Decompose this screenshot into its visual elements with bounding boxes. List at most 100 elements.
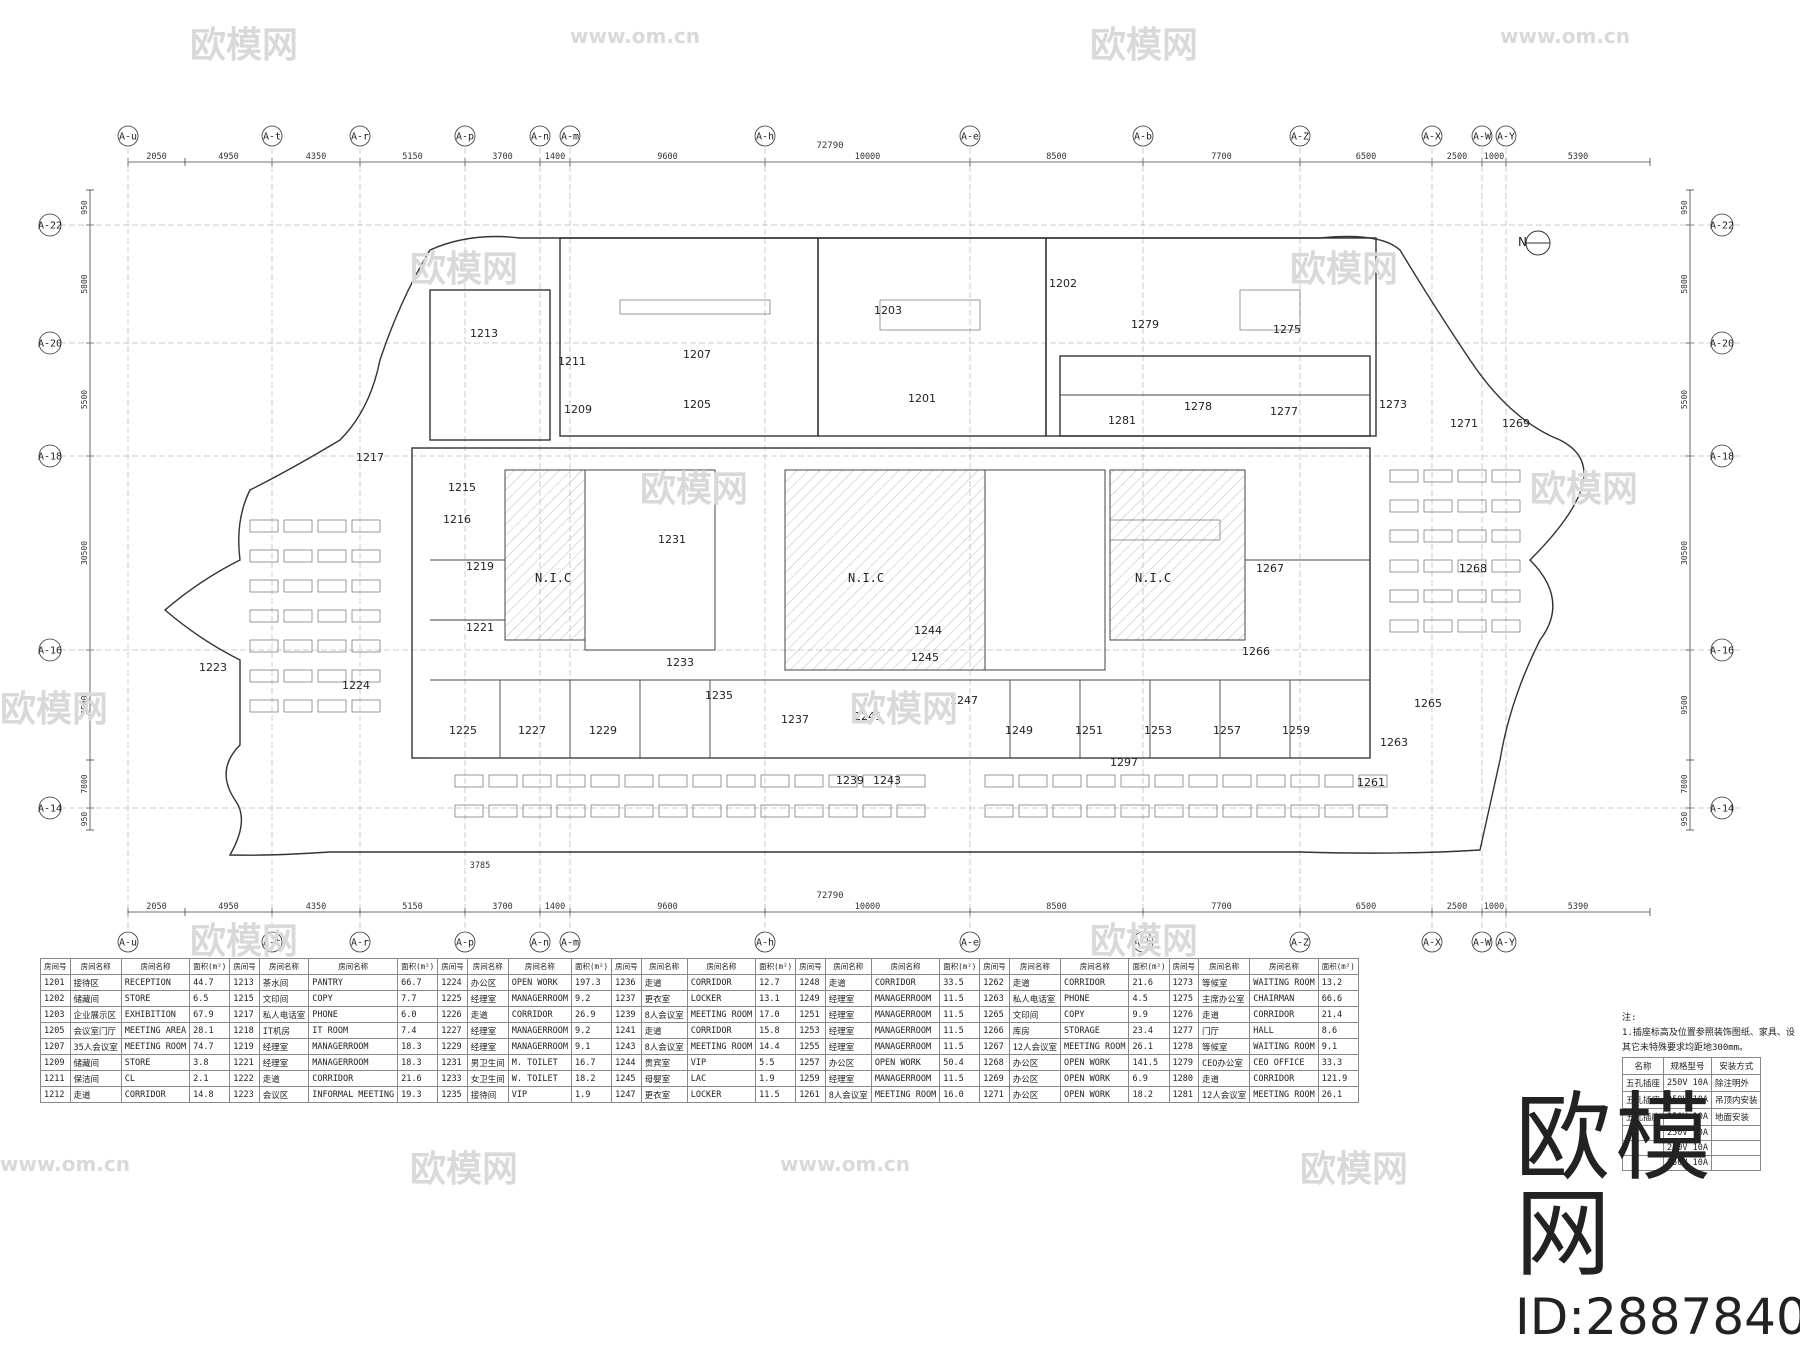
desk	[1389, 469, 1419, 483]
desk	[317, 549, 347, 563]
grid-column-label: A-W	[1473, 132, 1492, 143]
table-cell: RECEPTION	[120, 974, 191, 991]
desk	[1491, 619, 1521, 633]
room-table-header-cell: 面积(m²)	[755, 958, 797, 975]
table-cell: OPEN WORK	[1060, 1054, 1130, 1071]
room-table-header-cell: 面积(m²)	[571, 958, 613, 975]
watermark-logo: 欧模网	[410, 1149, 519, 1190]
grid-column-label: A-t	[263, 938, 281, 949]
watermark-logo: 欧模网	[1530, 469, 1639, 510]
grid-bubble	[1710, 796, 1734, 820]
total-dimension: 72790	[816, 891, 843, 901]
table-cell: CORRIDOR	[1060, 974, 1130, 991]
desk	[1256, 804, 1286, 818]
desk	[1154, 804, 1184, 818]
desk	[1423, 619, 1453, 633]
room-number-label: 1239	[836, 774, 864, 787]
grid-column-label: A-r	[351, 938, 369, 949]
grid-bubble	[959, 125, 981, 147]
grid-column-label: A-b	[1134, 938, 1152, 949]
table-cell: CORRIDOR	[120, 1086, 191, 1103]
watermark-url: www.om.cn	[570, 24, 701, 48]
table-cell: 男卫生间	[466, 1054, 509, 1071]
table-cell: 121.9	[1317, 1070, 1359, 1087]
grid-bubble	[1421, 125, 1443, 147]
room-number-label: 1229	[589, 724, 617, 737]
table-cell: OPEN WORK	[1060, 1070, 1130, 1087]
table-cell: LOCKER	[686, 1086, 757, 1103]
table-cell: 1201	[40, 974, 71, 991]
table-cell: 经理室	[258, 1054, 310, 1071]
table-cell: 26.1	[1317, 1086, 1359, 1103]
table-cell: 1221	[229, 1054, 260, 1071]
dimension-label: 3785	[470, 861, 490, 871]
desk	[1222, 774, 1252, 788]
desk	[454, 774, 484, 788]
grid-column-label: A-n	[531, 132, 549, 143]
desk	[1086, 774, 1116, 788]
desk	[1423, 469, 1453, 483]
table-cell: 主席办公室	[1198, 990, 1251, 1007]
legend-cell: 除注明外	[1710, 1074, 1762, 1092]
room-number-label: 1251	[1075, 724, 1103, 737]
table	[879, 299, 981, 331]
brand-block: 欧模网 ID:2887840	[1515, 1090, 1800, 1346]
table-cell: LAC	[686, 1070, 757, 1087]
grid-column-label: A-u	[119, 132, 137, 143]
desk	[590, 804, 620, 818]
table-cell: 1265	[979, 1006, 1010, 1023]
watermark-logo: 欧模网	[0, 689, 109, 730]
table-cell: CORRIDOR	[870, 974, 941, 991]
room-number-label: 1275	[1273, 323, 1301, 336]
room-number-label: 1265	[1414, 697, 1442, 710]
table-cell: 1233	[437, 1070, 468, 1087]
room-table-header-cell: 面积(m²)	[1128, 958, 1170, 975]
table-cell: 走道	[466, 1006, 509, 1023]
desk	[351, 699, 381, 713]
table-cell: CORRIDOR	[1249, 1006, 1319, 1023]
table-cell: 1277	[1168, 1022, 1200, 1039]
dimension-label: 5500	[80, 390, 89, 409]
table-cell: 1280	[1168, 1070, 1200, 1087]
table-cell: 1241	[611, 1022, 642, 1039]
room-table-header-cell: 房间名称	[1008, 958, 1062, 975]
total-dimension: 72790	[816, 141, 843, 151]
table-cell: 办公区	[1008, 1086, 1062, 1103]
grid-column-label: A-Z	[1291, 938, 1309, 949]
desk	[1491, 499, 1521, 513]
room-number-label: 1225	[449, 724, 477, 737]
desk	[249, 549, 279, 563]
watermark-logo: 欧模网	[640, 469, 749, 510]
table-cell: 2.1	[189, 1070, 231, 1087]
table-cell: 经理室	[824, 1006, 872, 1023]
desk	[351, 579, 381, 593]
table-cell: 接待间	[466, 1086, 509, 1103]
table-cell: CHAIRMAN	[1249, 990, 1319, 1007]
room-number-label: 1211	[558, 355, 586, 368]
watermark-logo: 欧模网	[1290, 249, 1399, 290]
table-cell: 1269	[979, 1070, 1010, 1087]
table-cell: 储藏间	[69, 1054, 122, 1071]
desk	[692, 774, 722, 788]
desk	[1188, 774, 1218, 788]
room-table-header-cell: 面积(m²)	[189, 958, 231, 975]
table-cell: 1268	[979, 1054, 1010, 1071]
room-number-label: 1273	[1379, 398, 1407, 411]
table-cell: MEETING ROOM	[686, 1038, 757, 1055]
table-cell: WAITING ROOM	[1249, 1038, 1319, 1055]
table-cell: 1278	[1168, 1038, 1200, 1055]
table-cell: 8.6	[1317, 1022, 1359, 1039]
grid-column-label: A-r	[351, 132, 369, 143]
table-cell: 会议区	[258, 1086, 310, 1103]
desk	[1358, 774, 1388, 788]
desk	[1389, 589, 1419, 603]
desk	[726, 774, 756, 788]
dimension-label: 7800	[80, 774, 89, 793]
desk	[590, 774, 620, 788]
table-cell: 库房	[1008, 1022, 1062, 1039]
table-cell: MANAGERROOM	[507, 1038, 573, 1055]
grid-column-label: A-W	[1473, 938, 1492, 949]
legend-row: 250V 10A	[1621, 1155, 1762, 1171]
table-cell: CORRIDOR	[308, 1070, 399, 1087]
